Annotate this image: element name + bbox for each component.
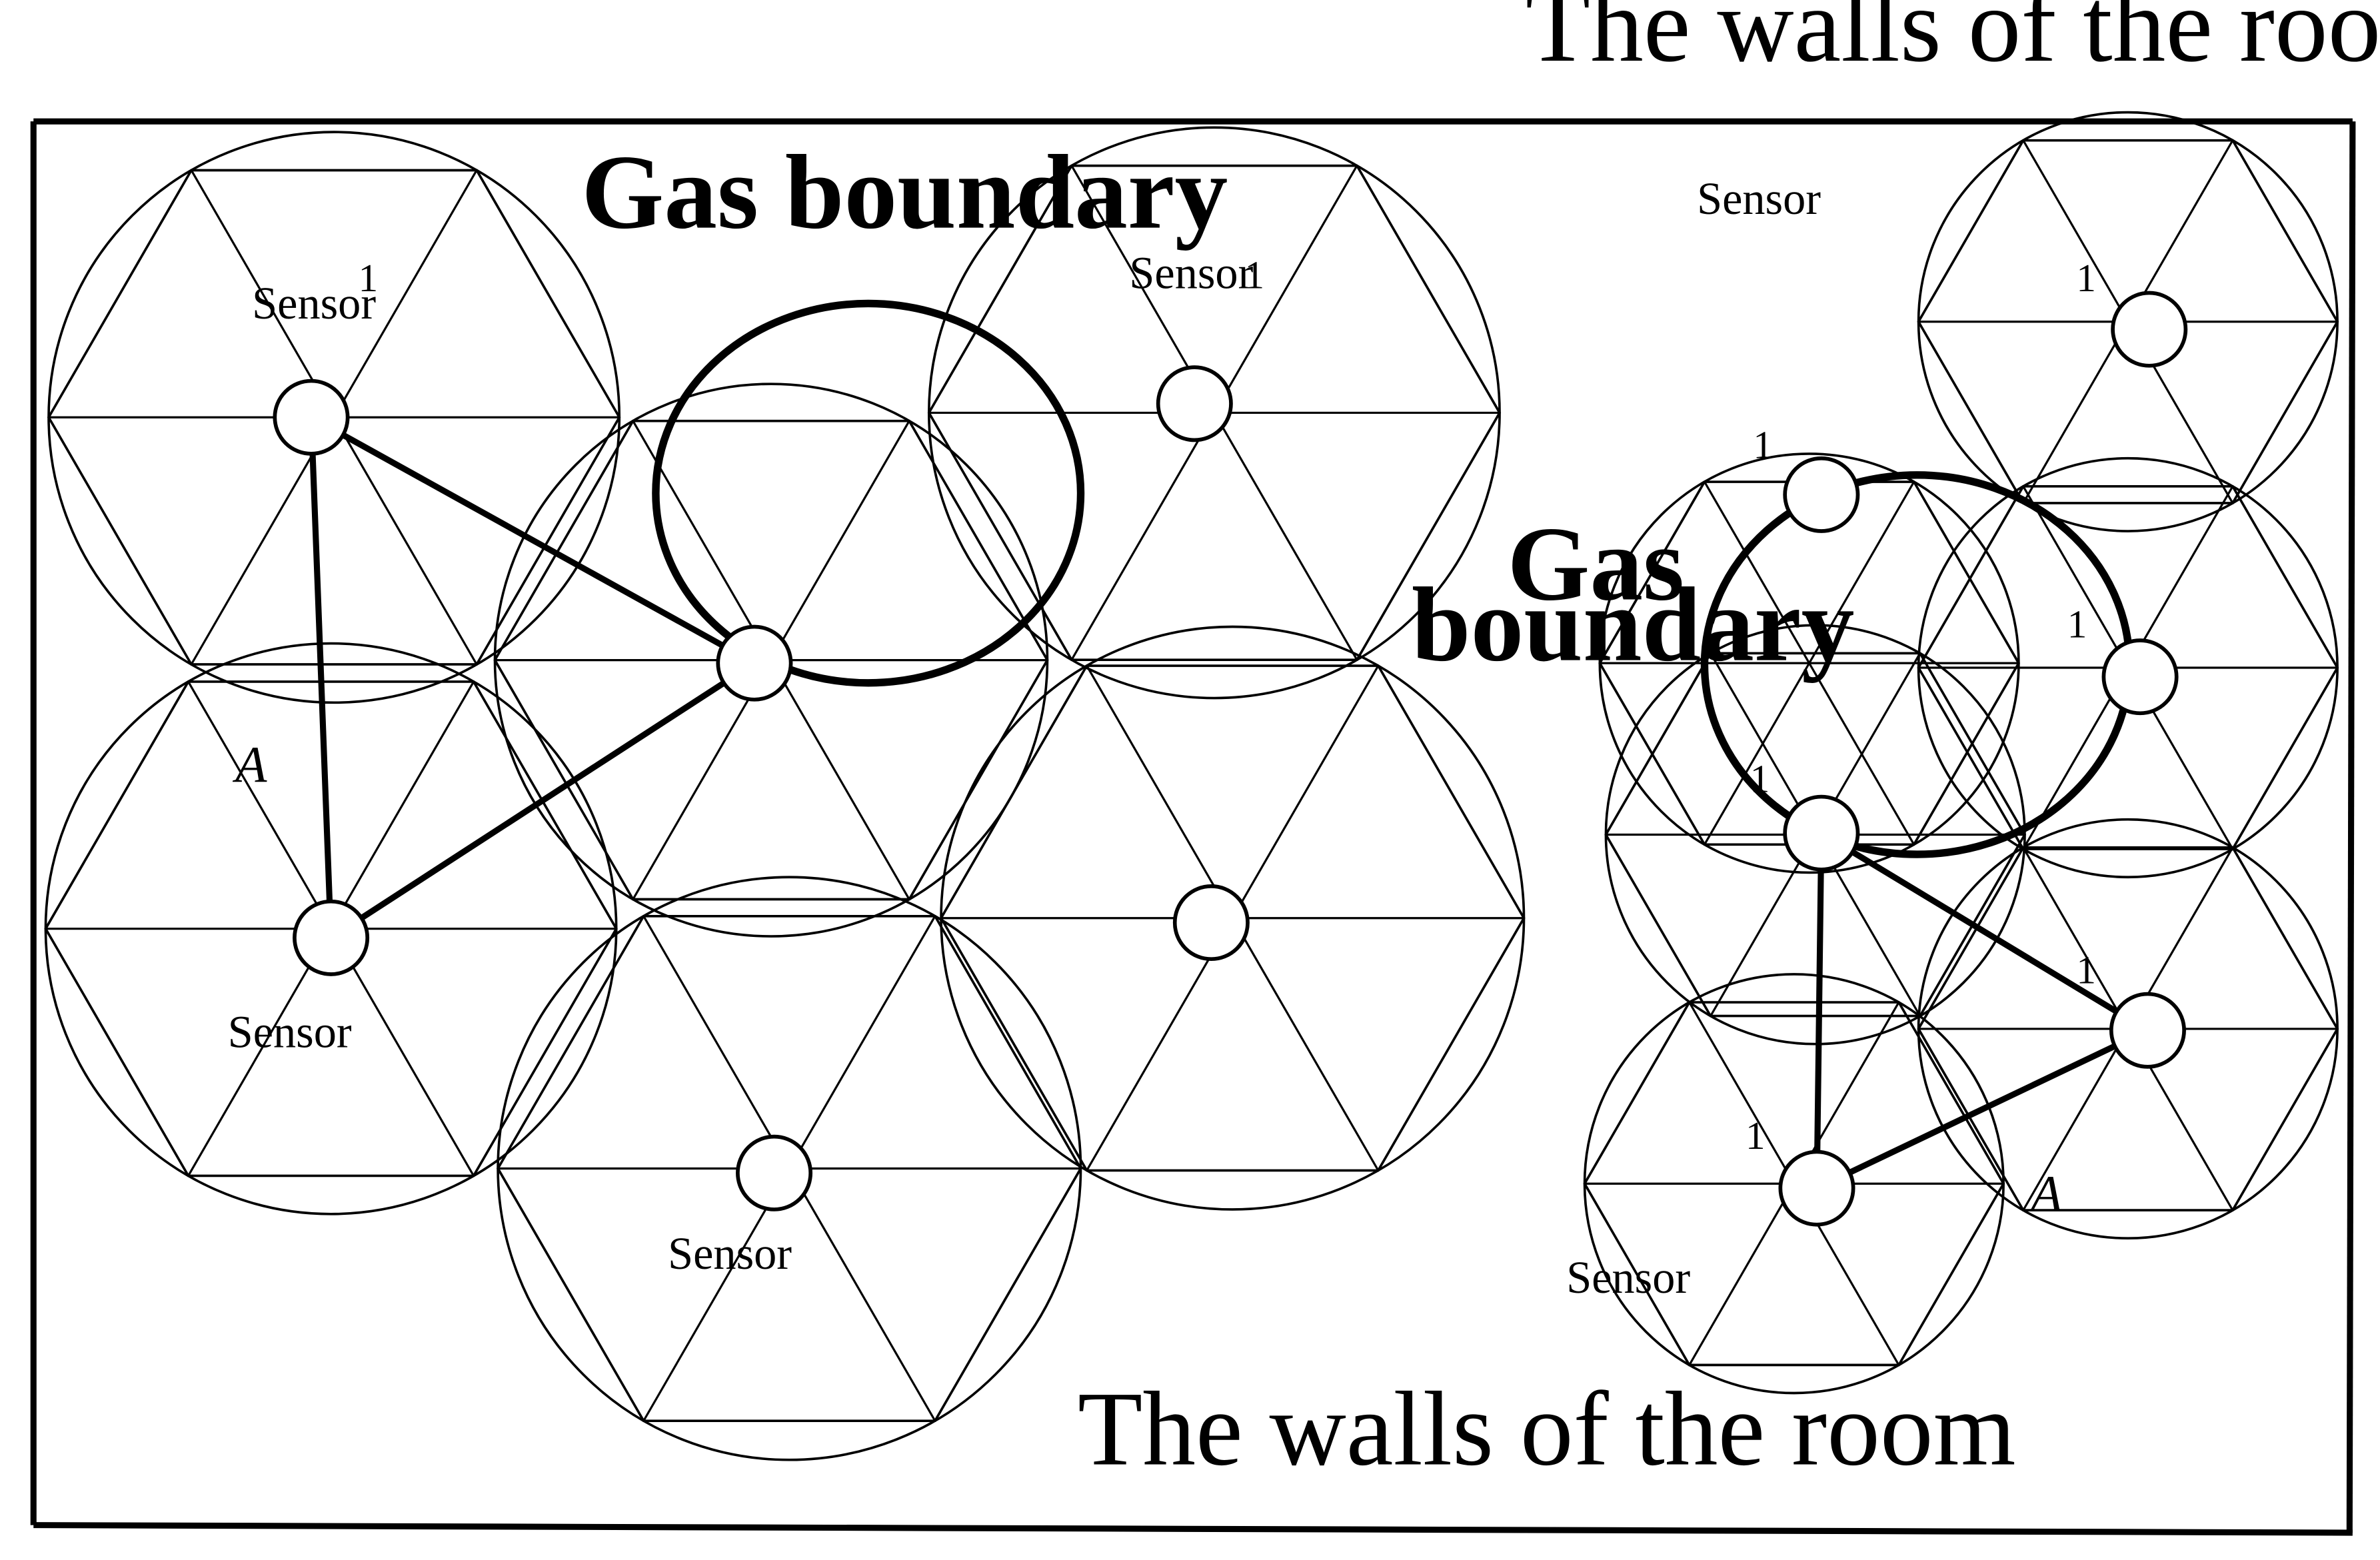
gas-boundaries — [652, 299, 2133, 858]
node-number-5: 1 — [2067, 602, 2087, 646]
sensor-node-8 — [1783, 456, 1860, 533]
sensor-link-5 — [1813, 833, 1825, 1189]
sensor-label-2: Sensor — [1129, 248, 1253, 299]
node-number-4: 1 — [1753, 423, 1773, 467]
sensor-node-3 — [1156, 365, 1233, 442]
sensor-node-7 — [2111, 291, 2188, 368]
sensor-label-4: Sensor — [668, 1228, 792, 1279]
sensor-label-1: Sensor — [252, 278, 376, 329]
sensor-node-10 — [1783, 794, 1860, 872]
sensor-link-4 — [1819, 830, 2149, 1034]
sensor-link-1 — [309, 414, 756, 666]
sensor-label-5: Sensor — [1697, 173, 1821, 224]
sensor-cells — [44, 111, 2339, 1461]
gas-boundary-label-right-2: boundary — [1412, 566, 1854, 684]
gas-boundary-label-left: Gas boundary — [581, 134, 1228, 251]
sensor-node-11 — [2109, 992, 2186, 1069]
point-a-label-right: A — [2027, 1165, 2063, 1222]
sensor-node-2 — [716, 624, 793, 702]
sensor-label-3: Sensor — [228, 1006, 352, 1057]
point-a-label-left: A — [232, 736, 267, 793]
node-number-6: 1 — [1750, 757, 1770, 801]
node-number-1: 1 — [359, 256, 379, 300]
sensor-node-4 — [293, 899, 370, 976]
coverage-cell-7 — [1598, 452, 2020, 874]
text-labels: The walls of the room The walls of the r… — [228, 0, 2380, 1488]
node-number-8: 1 — [1746, 1114, 1766, 1158]
sensor-node-5 — [736, 1134, 813, 1211]
gas-boundary-left — [652, 299, 1085, 687]
sensor-node-9 — [2101, 638, 2179, 716]
node-number-7: 1 — [2076, 948, 2096, 992]
sensor-node-12 — [1778, 1150, 1855, 1227]
sensor-link-6 — [1815, 1028, 2149, 1191]
sensor-links — [308, 414, 2149, 1191]
sensor-label-6: Sensor — [1566, 1252, 1690, 1303]
coverage-cell-1 — [47, 131, 621, 704]
sensor-link-3 — [329, 660, 756, 941]
node-number-2: 1 — [1244, 253, 1264, 297]
gas-boundary-label-right-1: Gas — [1507, 506, 1684, 623]
sensor-link-2 — [308, 417, 335, 938]
hexagon-diagonal — [1704, 481, 1915, 846]
sensor-nodes — [273, 291, 2188, 1227]
wall-bottom — [33, 1522, 2353, 1536]
room-walls — [30, 118, 2356, 1536]
walls-label-top: The walls of the room — [1526, 0, 2380, 84]
sensor-node-6 — [1172, 884, 1250, 962]
wall-right — [2346, 121, 2356, 1533]
walls-label-bottom: The walls of the room — [1078, 1371, 2016, 1488]
node-number-3: 1 — [2076, 256, 2096, 300]
sensor-node-1 — [273, 379, 350, 456]
